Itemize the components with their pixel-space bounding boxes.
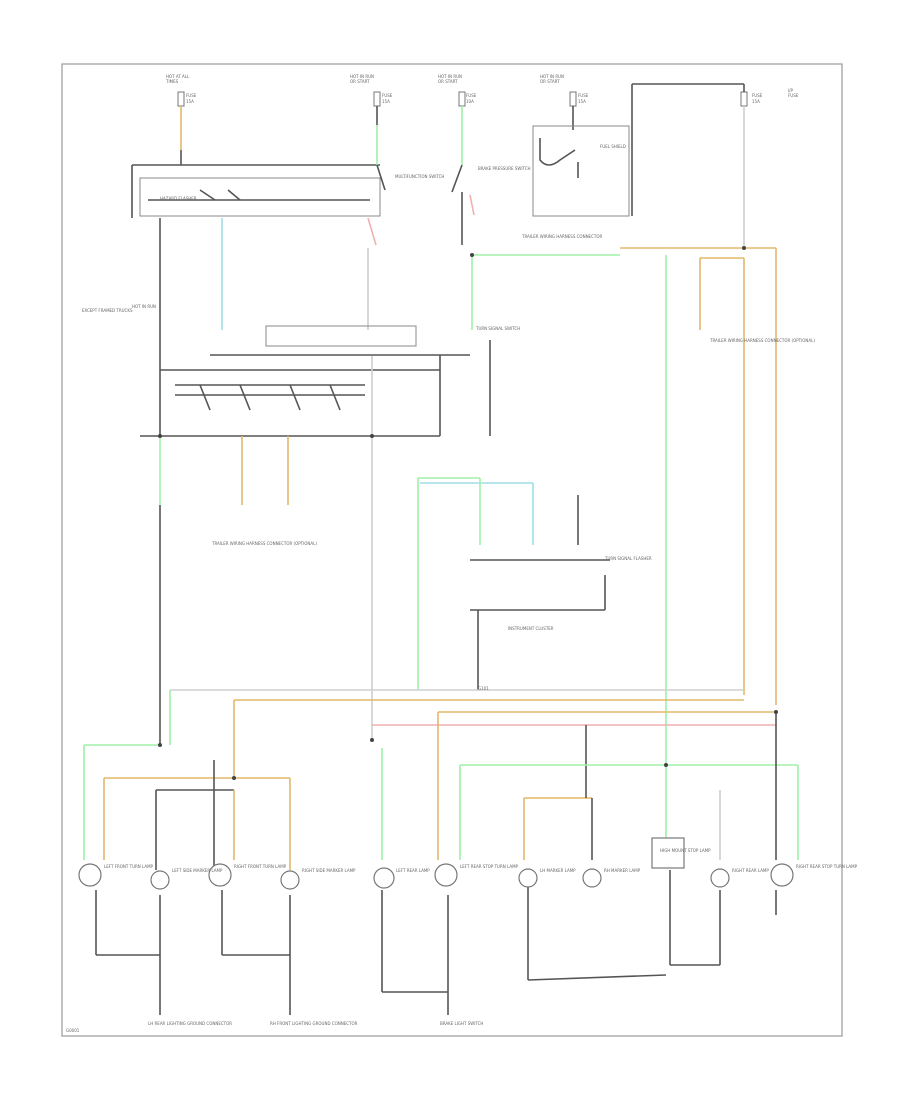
lamp-label-l4: RIGHT SIDE MARKER LAMP — [302, 868, 356, 873]
svg-text:15A: 15A — [186, 99, 194, 104]
fuse-label-2: HOT IN RUN OR START FUSE 15A — [350, 74, 393, 104]
component-labels: MULTIFUNCTION SWITCH HAZARD FLASHER BRAK… — [66, 144, 815, 1033]
middle-wiring — [170, 477, 776, 726]
lamp-l8 — [582, 868, 602, 888]
label-flasher: TURN SIGNAL FLASHER — [604, 556, 652, 561]
lamp-l1 — [78, 863, 102, 887]
svg-text:TIMES: TIMES — [165, 79, 179, 84]
svg-text:HOT IN RUN: HOT IN RUN — [350, 74, 374, 79]
label-body-ground: G101 — [478, 686, 489, 691]
fuse-label-1: HOT AT ALL TIMES FUSE 15A — [165, 74, 197, 104]
svg-text:FUSE: FUSE — [788, 93, 799, 98]
lamp-labels: LEFT FRONT TURN LAMP LEFT SIDE MARKER LA… — [104, 848, 858, 873]
label-trailer-upper: TRAILER WIRING HARNESS CONNECTOR — [521, 234, 602, 239]
svg-text:FUSE: FUSE — [466, 93, 477, 98]
multifunction-switch-block — [140, 218, 491, 740]
svg-text:FUSE: FUSE — [186, 93, 197, 98]
lamp-label-l3: RIGHT FRONT TURN LAMP — [234, 864, 287, 869]
lamp-l11 — [770, 863, 794, 887]
label-instrument: INSTRUMENT CLUSTER — [508, 626, 554, 631]
lamp-l3 — [208, 863, 232, 887]
lamp-label-l9: HIGH MOUNT STOP LAMP — [660, 848, 711, 853]
label-left-note: EXCEPT FRAMED TRUCKS — [82, 308, 133, 313]
svg-text:10A: 10A — [466, 99, 474, 104]
svg-text:OR START: OR START — [350, 79, 370, 84]
label-lh-ground: LH REAR LIGHTING GROUND CONNECTOR — [148, 1021, 232, 1026]
page-code: G0001 — [66, 1028, 80, 1033]
fuse-label-4: HOT IN RUN OR START FUSE 15A — [540, 74, 589, 104]
lamp-l6 — [434, 863, 458, 887]
label-fuel-shield: FUEL SHIELD — [600, 144, 626, 149]
lamp-l5 — [373, 867, 395, 889]
lamp-l10 — [710, 868, 730, 888]
svg-text:15A: 15A — [578, 99, 586, 104]
lamp-label-l6: LEFT REAR STOP TURN LAMP — [460, 864, 519, 869]
svg-text:I/P: I/P — [788, 88, 794, 93]
lamp-l7 — [518, 868, 538, 888]
label-rh-ground: RH FRONT LIGHTING GROUND CONNECTOR — [270, 1021, 358, 1026]
lamp-l2 — [150, 870, 170, 890]
lamp-label-l7: LH MARKER LAMP — [540, 868, 576, 873]
label-brake-switch-bottom: BRAKE LIGHT SWITCH — [440, 1021, 483, 1026]
lamp-l4 — [280, 870, 300, 890]
lamp-label-l11: RIGHT REAR STOP TURN LAMP — [796, 864, 858, 869]
left-trailer-feeds — [159, 436, 289, 745]
lower-wiring — [83, 690, 799, 1015]
lamp-label-l2: LEFT SIDE MARKER LAMP — [172, 868, 223, 873]
lamp-l9 — [651, 837, 685, 869]
label-multifunction: MULTIFUNCTION SWITCH — [395, 174, 444, 179]
svg-text:FUSE: FUSE — [752, 93, 763, 98]
label-hazard: HAZARD FLASHER — [160, 196, 197, 201]
fuse-label-3: HOT IN RUN OR START FUSE 10A — [438, 74, 477, 104]
splice-nodes — [158, 246, 778, 780]
svg-text:OR START: OR START — [540, 79, 560, 84]
lamp-symbols — [78, 837, 794, 890]
label-trailer-left: TRAILER WIRING HARNESS CONNECTOR (OPTION… — [211, 541, 317, 546]
svg-text:HOT AT ALL: HOT AT ALL — [166, 74, 190, 79]
fuse-symbols — [177, 91, 748, 107]
label-trailer-right: TRAILER WIRING HARNESS CONNECTOR (OPTION… — [709, 338, 815, 343]
label-hot-left: HOT IN RUN — [132, 304, 156, 309]
svg-text:15A: 15A — [752, 99, 760, 104]
label-turn-sig: TURN SIGNAL SWITCH — [475, 326, 520, 331]
svg-text:FUSE: FUSE — [578, 93, 589, 98]
lamp-label-l1: LEFT FRONT TURN LAMP — [104, 864, 154, 869]
svg-text:OR START: OR START — [438, 79, 458, 84]
svg-text:HOT IN RUN: HOT IN RUN — [438, 74, 462, 79]
svg-text:FUSE: FUSE — [382, 93, 393, 98]
diagram-frame — [61, 63, 843, 1037]
lamp-label-l8: RH MARKER LAMP — [604, 868, 641, 873]
lamp-label-l5: LEFT REAR LAMP — [396, 868, 430, 873]
svg-text:HOT IN RUN: HOT IN RUN — [540, 74, 564, 79]
upper-wiring — [131, 83, 777, 840]
label-brake-switch: BRAKE PRESSURE SWITCH — [478, 166, 531, 171]
lamp-label-l10: RIGHT REAR LAMP — [732, 868, 769, 873]
fuse-label-5: I/P FUSE FUSE 15A — [752, 88, 799, 104]
svg-text:15A: 15A — [382, 99, 390, 104]
